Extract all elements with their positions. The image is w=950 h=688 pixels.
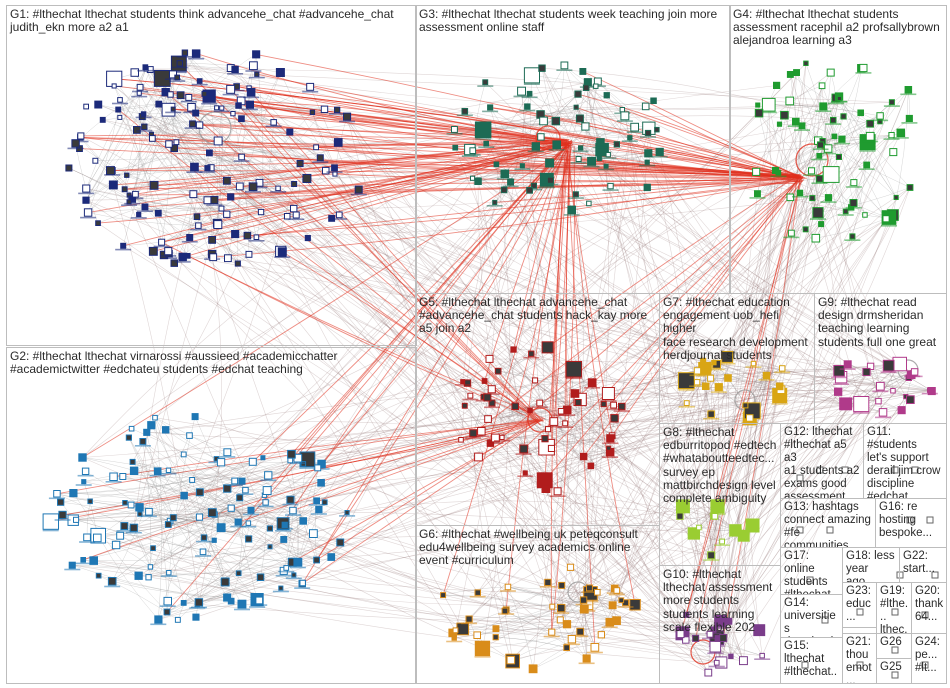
group-label-g13: G13: hashtags connect amazing #fe commun… <box>784 501 873 548</box>
group-panel-g9: G9: #lthechat read design drmsheridan te… <box>814 293 947 424</box>
group-label-g18: G18: less year ago... <box>846 550 897 583</box>
group-panel-g26: G26 <box>876 633 912 659</box>
group-label-g26: G26 <box>880 636 909 649</box>
group-label-g20: G20: thank 64... <box>915 585 944 624</box>
group-label-g15: G15: lthechat #lthechat... <box>784 640 840 684</box>
group-panel-g1: G1: #lthechat lthechat students think ad… <box>6 5 417 346</box>
group-label-g12: G12: lthechat #lthechat a5 a3 a1 student… <box>784 426 861 499</box>
group-label-g2: G2: #lthechat lthechat virnarossi #aussi… <box>10 350 414 376</box>
group-label-g6: G6: #lthechat #wellbeing uk peteqconsult… <box>419 528 657 568</box>
group-panel-g12: G12: lthechat #lthechat a5 a3 a1 student… <box>780 423 864 499</box>
group-panel-g10: G10: #lthechat lthechat assessment more … <box>659 565 781 684</box>
group-panel-g17: G17: online students #lthechat... <box>780 547 843 595</box>
group-label-g11: G11: #students let's support derail jim … <box>867 426 944 499</box>
group-panel-g21: G21: thou emot... <box>842 633 877 684</box>
group-panel-g11: G11: #students let's support derail jim … <box>863 423 947 499</box>
group-panel-g3: G3: #lthechat lthechat students week tea… <box>415 5 731 294</box>
group-label-g23: G23: educ... <box>846 585 874 624</box>
group-panel-g23: G23: educ... <box>842 582 877 628</box>
group-panel-g25: G25 <box>876 658 912 684</box>
group-panel-g24: G24: pe... #lt... <box>911 633 947 684</box>
group-panel-g13: G13: hashtags connect amazing #fe commun… <box>780 498 876 548</box>
group-label-g8: G8: #lthechat edburritopod #edtech #what… <box>663 426 778 505</box>
group-label-g21: G21: thou emot... <box>846 636 874 684</box>
group-label-g10: G10: #lthechat lthechat assessment more … <box>663 568 778 634</box>
group-label-g24: G24: pe... #lt... <box>915 636 944 675</box>
group-panel-g18: G18: less year ago... <box>842 547 900 583</box>
group-panel-g15: G15: lthechat #lthechat... <box>780 637 843 684</box>
group-panel-g19: G19: #lthe... lthec... <box>876 582 912 634</box>
group-panel-g4: G4: #lthechat lthechat students assessme… <box>729 5 947 294</box>
group-label-g9: G9: #lthechat read design drmsheridan te… <box>818 296 944 349</box>
group-panel-g20: G20: thank 64... <box>911 582 947 634</box>
group-label-g4: G4: #lthechat lthechat students assessme… <box>733 8 944 48</box>
group-label-g3: G3: #lthechat lthechat students week tea… <box>419 8 728 34</box>
group-label-g25: G25 <box>880 661 909 674</box>
group-panel-g22: G22: start... <box>899 547 947 583</box>
group-panel-g2: G2: #lthechat lthechat virnarossi #aussi… <box>6 347 417 684</box>
group-label-g16: G16: re hosting bespoke... <box>879 501 944 540</box>
group-panel-g14: G14: universities download... <box>780 594 843 638</box>
group-label-g7: G7: #lthechat education engagement uob_h… <box>663 296 812 362</box>
group-label-g17: G17: online students #lthechat... <box>784 550 840 595</box>
group-panel-g8: G8: #lthechat edburritopod #edtech #what… <box>659 423 781 566</box>
group-panel-g16: G16: re hosting bespoke... <box>875 498 947 548</box>
group-label-g1: G1: #lthechat lthechat students think ad… <box>10 8 414 34</box>
group-label-g5: G5: #lthechat lthechat advancehe_chat #a… <box>419 296 657 336</box>
group-panel-g7: G7: #lthechat education engagement uob_h… <box>659 293 815 424</box>
group-panel-g5: G5: #lthechat lthechat advancehe_chat #a… <box>415 293 660 526</box>
group-label-g14: G14: universities download... <box>784 597 840 638</box>
group-panel-g6: G6: #lthechat #wellbeing uk peteqconsult… <box>415 525 660 684</box>
group-label-g22: G22: start... <box>903 550 944 576</box>
group-label-g19: G19: #lthe... lthec... <box>880 585 909 634</box>
